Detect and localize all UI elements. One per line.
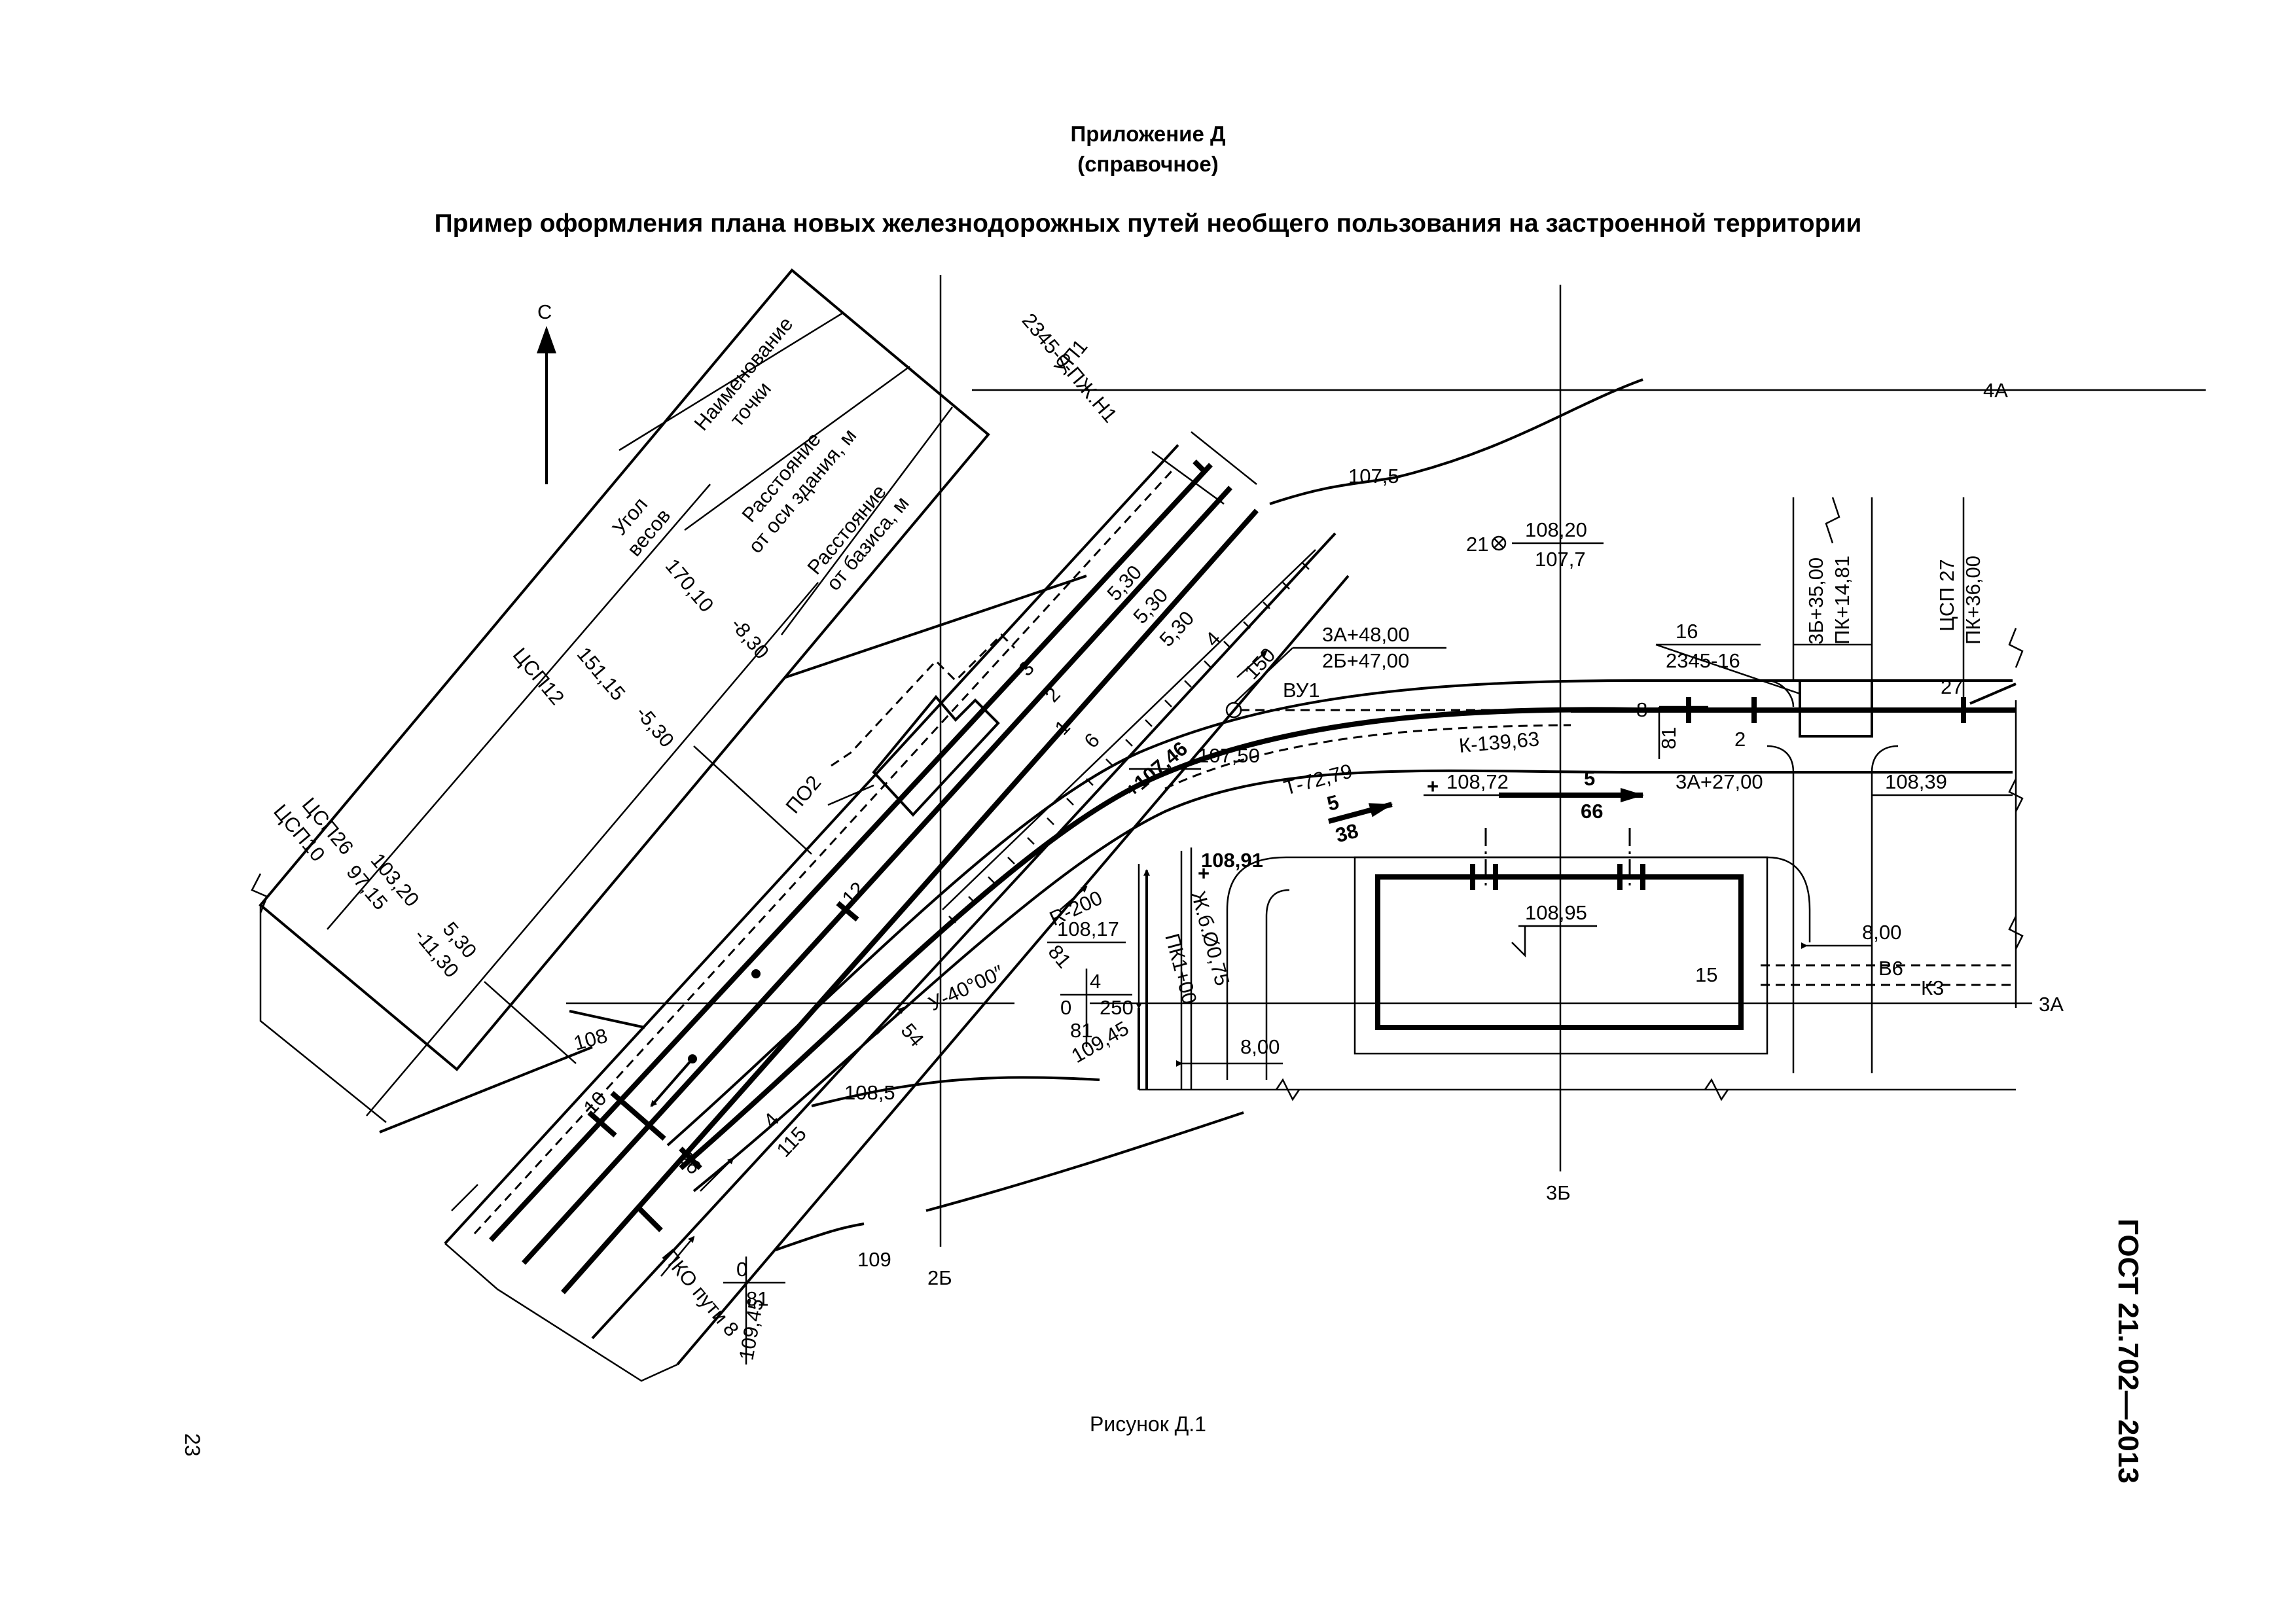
profile-81-a: 81: [1044, 940, 1076, 972]
building-po2: ПО2: [781, 633, 1016, 817]
pko-label: ПКО пути 8: [658, 1245, 744, 1341]
up1-code: 2345-0-ПЖ.Н1: [1018, 309, 1122, 427]
curve-t-label: Т-72,79: [1282, 759, 1355, 799]
page-number: 23: [181, 1433, 204, 1457]
row1-d2: -8,30: [726, 613, 774, 664]
contour-lines: 107,5 108,5 109 108: [379, 378, 1643, 1271]
point-21-label: 21: [1466, 533, 1488, 556]
grade-66: 66: [1581, 800, 1603, 823]
axis-3b-label: 3Б: [1546, 1181, 1571, 1204]
profile-81-b: 81: [1070, 1019, 1092, 1042]
pko-0: 0: [736, 1258, 747, 1281]
elevation-108-17: 108,17: [1057, 918, 1119, 940]
spacing-530-c: 5,30: [1155, 607, 1199, 651]
track-8-label: 8: [1636, 698, 1647, 721]
north-label: С: [537, 300, 552, 323]
building-15: 108,95 15 В6 К3 8,00: [1226, 828, 2016, 1080]
row1-name: ЦСП12: [509, 643, 569, 709]
spacing-530-a: 5,30: [1103, 561, 1147, 605]
track-4-label: 4: [1201, 627, 1225, 651]
contour-108-5: 108,5: [844, 1081, 895, 1104]
page-title: Пример оформления плана новых железнодор…: [434, 209, 1862, 238]
curve-k-label: К-139,63: [1458, 727, 1541, 757]
gauge-81: 81: [1657, 727, 1680, 749]
distance-27: 27: [1941, 675, 1963, 698]
pk-14-label: ПК+14,81: [1831, 556, 1854, 645]
track-6-label: 6: [1080, 728, 1104, 752]
row1-d1: 170,10: [661, 554, 719, 616]
profile-250: 250: [1100, 996, 1134, 1019]
distance-150: 150: [1240, 643, 1280, 684]
km-2-label: 2: [1734, 728, 1746, 751]
elevation-108-72: 108,72: [1446, 770, 1509, 793]
turn-angle-label: У-40°00″: [925, 961, 1007, 1015]
grade-5-b: 5: [1325, 791, 1342, 815]
mark-plus-1: +: [1427, 775, 1439, 798]
pk-35-label: 3Б+35,00: [1804, 558, 1827, 645]
pk1-label: ПК1+00: [1160, 931, 1201, 1007]
pko-109-45: 109,45: [734, 1297, 768, 1362]
sign-16: 16: [1676, 620, 1698, 643]
axis-4a-label: 4А: [1983, 379, 2008, 402]
grade-38: 38: [1333, 819, 1361, 847]
grade-5-a: 5: [1584, 767, 1595, 790]
mark-plus-2: +: [1198, 862, 1210, 885]
csp27-label: ЦСП 27: [1935, 559, 1958, 632]
contour-109: 109: [857, 1248, 891, 1271]
pko-81: 81: [746, 1287, 768, 1310]
contour-108: 108: [571, 1024, 610, 1055]
utility-k3: К3: [1921, 976, 1944, 999]
dim-8-00-b: 8,00: [1240, 1035, 1280, 1058]
appendix-type-label: (справочное): [1077, 152, 1219, 176]
document-code: ГОСТ 21.702—2013: [2112, 1219, 2144, 1484]
axis-3a-label: 3А: [2039, 993, 2064, 1016]
point-21-top: 108,20: [1525, 518, 1587, 541]
contour-107-5: 107,5: [1348, 465, 1399, 488]
elevation-108-91: 108,91: [1201, 849, 1263, 872]
profile-0: 0: [1060, 996, 1071, 1019]
coordinate-table: Наименование точки Угол весов Расстояние…: [251, 268, 1122, 1123]
dim-8-00-a: 8,00: [1862, 921, 1901, 944]
point-21-bottom: 107,7: [1535, 548, 1586, 571]
appendix-label: Приложение Д: [1070, 122, 1226, 146]
building-15-label: 15: [1695, 963, 1717, 986]
pk-36-label: ПК+36,00: [1962, 556, 1984, 645]
profile-4: 4: [1090, 970, 1101, 993]
east-area: 16 2345-16 3Б+35,00 ПК+14,81 ЦСП 27 ПК+3…: [1129, 497, 2024, 1073]
sign-16-code: 2345-16: [1666, 649, 1740, 672]
elevation-107-50: 107,50: [1198, 744, 1260, 767]
grid-axes: 4А 3А 3Б 2Б: [566, 275, 2206, 1289]
elevation-108-95: 108,95: [1525, 901, 1587, 924]
point-3a-27: 3А+27,00: [1676, 770, 1763, 793]
point-3a-48: 3А+48,00: [1322, 623, 1410, 646]
vu1-label: ВУ1: [1283, 679, 1320, 702]
point-21: 21 108,20 107,7: [1466, 518, 1604, 571]
point-2b-47: 2Б+47,00: [1322, 649, 1409, 672]
north-arrow: С: [537, 300, 556, 484]
utility-b6: В6: [1878, 957, 1903, 980]
row2-d2: -5,30: [632, 702, 679, 752]
axis-2b-label: 2Б: [927, 1266, 952, 1289]
building-po2-label: ПО2: [781, 771, 826, 817]
row2-d1: 151,15: [573, 643, 630, 705]
elevation-108-39: 108,39: [1885, 770, 1947, 793]
figure-caption: Рисунок Д.1: [1090, 1412, 1206, 1436]
distance-54: 54: [897, 1019, 929, 1051]
